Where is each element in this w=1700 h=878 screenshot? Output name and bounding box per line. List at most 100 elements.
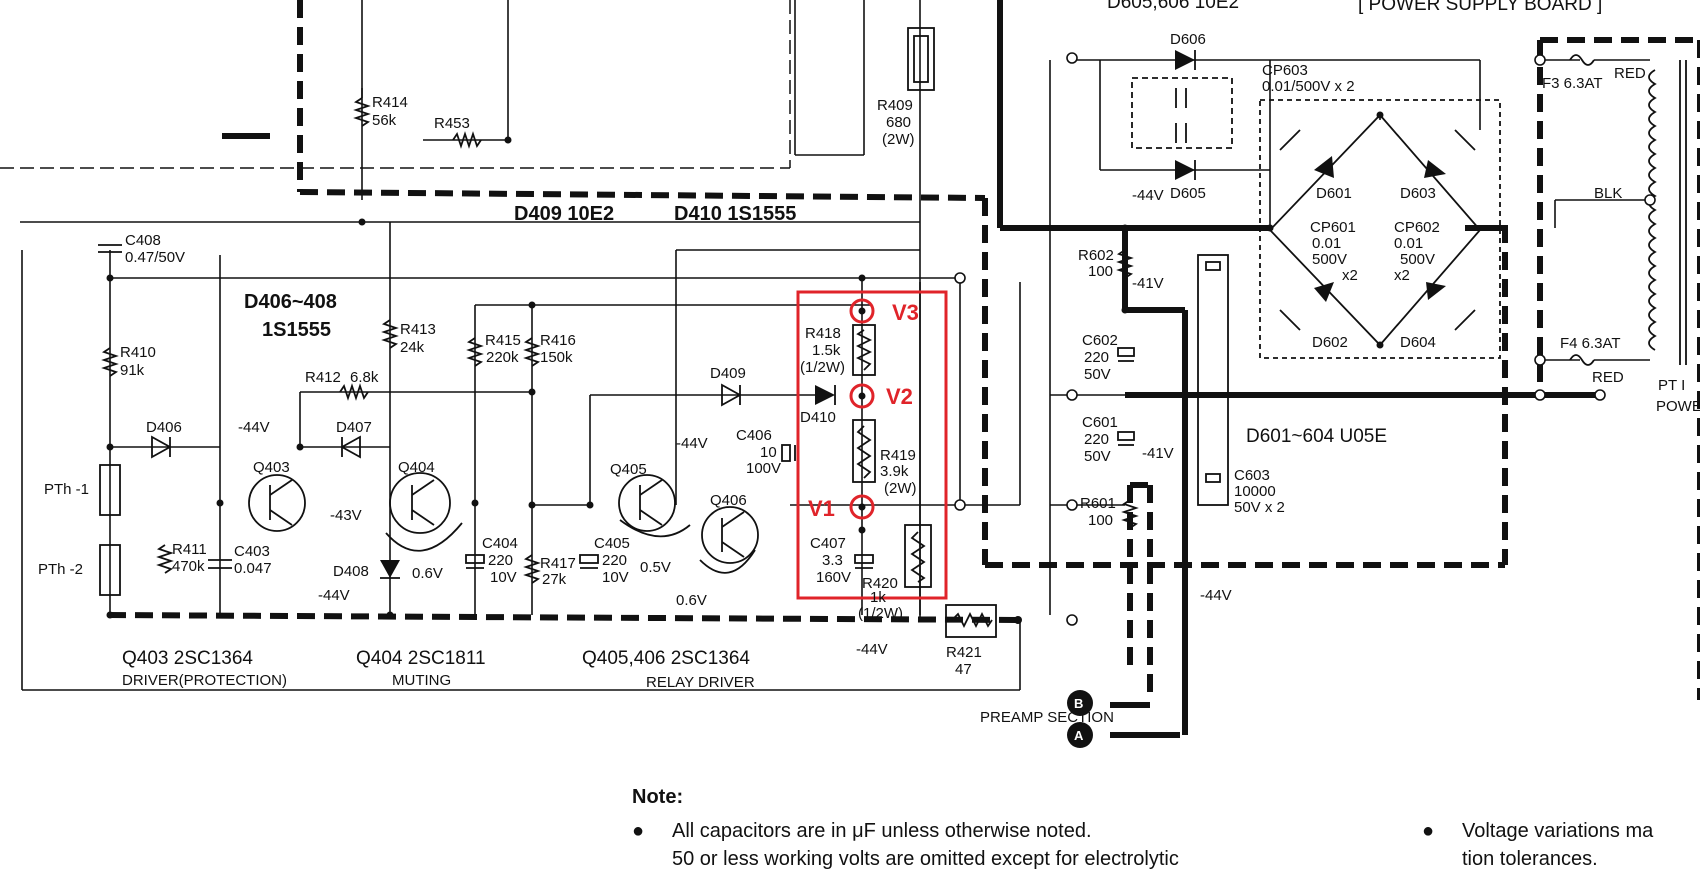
c406-value: 10 bbox=[760, 444, 777, 461]
r421-label: R421 bbox=[946, 644, 982, 661]
v1-marker: V1 bbox=[808, 496, 835, 521]
voltage-q405-collector: -44V bbox=[676, 435, 708, 452]
pt1-label: PT I bbox=[1658, 377, 1685, 394]
cp603-value: 0.01/500V x 2 bbox=[1262, 78, 1355, 95]
d601-label: D601 bbox=[1316, 185, 1352, 202]
d406-408-type: 1S1555 bbox=[262, 319, 331, 341]
c404-value: 220 bbox=[488, 552, 513, 569]
note-tolerances: tion tolerances. bbox=[1462, 848, 1598, 870]
c602-voltage: 50V bbox=[1084, 366, 1111, 383]
q404-role-label: MUTING bbox=[392, 672, 451, 689]
q405-role-label: RELAY DRIVER bbox=[646, 674, 755, 691]
r409-value: 680 bbox=[886, 114, 911, 131]
r453-label: R453 bbox=[434, 115, 470, 132]
c403-value: 0.047 bbox=[234, 560, 272, 577]
f3-label: F3 6.3AT bbox=[1542, 75, 1603, 92]
r413-label: R413 bbox=[400, 321, 436, 338]
d408-label: D408 bbox=[333, 563, 369, 580]
c601-voltage: 50V bbox=[1084, 448, 1111, 465]
r420-wattage: (1/2W) bbox=[858, 605, 903, 622]
c602-label: C602 bbox=[1082, 332, 1118, 349]
c603-value: 10000 bbox=[1234, 483, 1276, 500]
r412-label: R412 bbox=[305, 369, 341, 386]
cp601-count: x2 bbox=[1342, 267, 1358, 284]
r416-value: 150k bbox=[540, 349, 573, 366]
d605-header: D605,606 10E2 bbox=[1107, 0, 1239, 13]
d410-header: D410 1S1555 bbox=[674, 203, 796, 225]
q403-part-label: Q403 2SC1364 bbox=[122, 648, 253, 669]
f4-label: F4 6.3AT bbox=[1560, 335, 1621, 352]
red-wire-bottom-label: RED bbox=[1592, 369, 1624, 386]
upper-wiring bbox=[0, 0, 921, 620]
notes-title: Note: bbox=[632, 786, 684, 808]
signal-wiring bbox=[21, 59, 1650, 691]
voltage-q405-vbe: 0.5V bbox=[640, 559, 671, 576]
bullet-icon: ● bbox=[632, 820, 645, 842]
measurement-annotations bbox=[796, 290, 948, 600]
c603-label: C603 bbox=[1234, 467, 1270, 484]
voltage-q403-collector: -44V bbox=[238, 419, 270, 436]
c407-label: C407 bbox=[810, 535, 846, 552]
d409-label: D409 bbox=[710, 365, 746, 382]
voltage-q406-vbe: 0.6V bbox=[676, 592, 707, 609]
r418-wattage: (1/2W) bbox=[800, 359, 845, 376]
c407-voltage: 160V bbox=[816, 569, 851, 586]
pth2-label: PTh -2 bbox=[38, 561, 83, 578]
q403-label: Q403 bbox=[253, 459, 290, 476]
transistor-symbols bbox=[248, 472, 759, 574]
voltage-bottom-right: -44V bbox=[1200, 587, 1232, 604]
voltage-q404-base: -43V bbox=[330, 507, 362, 524]
note-capacitors: ● All capacitors are in μF unless otherwi… bbox=[632, 820, 1092, 843]
bridge-rectifier bbox=[1259, 99, 1501, 359]
r410-label: R410 bbox=[120, 344, 156, 361]
r415-value: 220k bbox=[486, 349, 519, 366]
r411-label: R411 bbox=[172, 541, 207, 558]
voltage-q404-vbe: 0.6V bbox=[412, 565, 443, 582]
voltage-ground-left: -44V bbox=[318, 587, 350, 604]
r415-label: R415 bbox=[485, 332, 521, 349]
note-voltage-variations-text: Voltage variations ma bbox=[1462, 820, 1654, 842]
cp602-label: CP602 bbox=[1394, 219, 1440, 236]
r602-value: 100 bbox=[1088, 263, 1113, 280]
power-supply-board-title: [ POWER SUPPLY BOARD ] bbox=[1358, 0, 1602, 15]
c601-value: 220 bbox=[1084, 431, 1109, 448]
labels: D605,606 10E2 [ POWER SUPPLY BOARD ] R41… bbox=[38, 0, 1700, 748]
r417-label: R417 bbox=[540, 555, 576, 572]
q405-part-label: Q405,406 2SC1364 bbox=[582, 648, 750, 669]
r601-value: 100 bbox=[1088, 512, 1113, 529]
r419-label: R419 bbox=[880, 447, 916, 464]
c405-label: C405 bbox=[594, 535, 630, 552]
r412-value: 6.8k bbox=[350, 369, 379, 386]
v2-marker: V2 bbox=[886, 384, 913, 409]
q405-label: Q405 bbox=[610, 461, 647, 478]
d605-label: D605 bbox=[1170, 185, 1206, 202]
c404-label: C404 bbox=[482, 535, 518, 552]
c601-label: C601 bbox=[1082, 414, 1118, 431]
power-label: POWE bbox=[1656, 398, 1700, 415]
connector-b: B bbox=[1074, 696, 1083, 711]
r414-label: R414 bbox=[372, 94, 408, 111]
r413-value: 24k bbox=[400, 339, 425, 356]
thermistor-symbols bbox=[99, 464, 121, 596]
c406-voltage: 100V bbox=[746, 460, 781, 477]
q404-part-label: Q404 2SC1811 bbox=[356, 648, 486, 669]
r421-value: 47 bbox=[955, 661, 972, 678]
resistor-symbols bbox=[101, 27, 1139, 638]
r420-label: R420 bbox=[862, 575, 898, 592]
r416-label: R416 bbox=[540, 332, 576, 349]
d406-408-label: D406~408 bbox=[244, 291, 337, 313]
c408-label: C408 bbox=[125, 232, 161, 249]
power-rails bbox=[997, 0, 1600, 735]
c405-voltage: 10V bbox=[602, 569, 629, 586]
note-working-volts: 50 or less working volts are omitted exc… bbox=[672, 848, 1179, 870]
pth1-label: PTh -1 bbox=[44, 481, 89, 498]
r414-value: 56k bbox=[372, 112, 397, 129]
cp602-value: 0.01 bbox=[1394, 235, 1423, 252]
d606-label: D606 bbox=[1170, 31, 1206, 48]
connector-a: A bbox=[1074, 728, 1084, 743]
d602-label: D602 bbox=[1312, 334, 1348, 351]
cp601-voltage: 500V bbox=[1312, 251, 1347, 268]
note-capacitors-text: All capacitors are in μF unless otherwis… bbox=[672, 820, 1092, 842]
r409-wattage: (2W) bbox=[882, 131, 915, 148]
